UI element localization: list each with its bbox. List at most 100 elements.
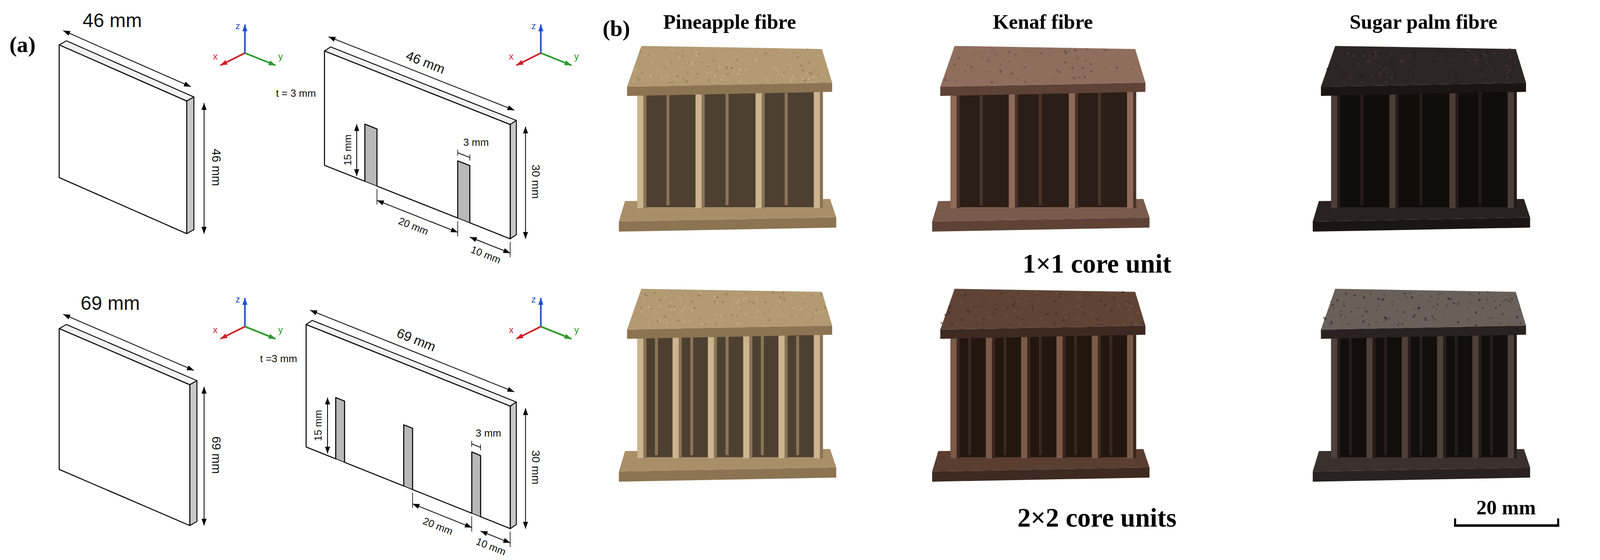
fibre-speck bbox=[956, 301, 958, 304]
fibre-speck bbox=[1114, 71, 1116, 73]
axis-y bbox=[244, 326, 276, 339]
fibre-speck bbox=[1464, 56, 1467, 59]
fibre-speck bbox=[1031, 305, 1034, 308]
fibre-speck bbox=[684, 73, 686, 75]
fibre-speck bbox=[1125, 302, 1128, 306]
axis-label: y bbox=[574, 325, 579, 336]
fibre-speck bbox=[1104, 303, 1107, 306]
fibre-speck bbox=[1442, 311, 1445, 314]
dimension-label: 46 mm bbox=[404, 48, 448, 76]
fibre-speck bbox=[1378, 73, 1381, 77]
fibre-speck bbox=[1037, 81, 1040, 83]
fibre-speck bbox=[744, 312, 747, 315]
fibre-speck bbox=[1084, 292, 1087, 295]
fibre-speck bbox=[1073, 306, 1076, 309]
fibre-speck bbox=[712, 81, 715, 84]
fibre-speck bbox=[1073, 49, 1077, 52]
dimension-line bbox=[327, 397, 328, 454]
fibre-speck bbox=[1494, 306, 1497, 309]
fibre-speck bbox=[1382, 294, 1386, 297]
fibre-speck bbox=[1464, 75, 1466, 77]
fibre-speck bbox=[1104, 49, 1107, 52]
fibre-speck bbox=[729, 309, 732, 312]
fibre-speck bbox=[1044, 55, 1047, 59]
core-rib-shade bbox=[678, 334, 682, 459]
fibre-speck bbox=[1095, 317, 1099, 321]
fibre-speck bbox=[1440, 79, 1443, 82]
slot bbox=[457, 161, 470, 224]
fibre-speck bbox=[1079, 296, 1082, 299]
fibre-speck bbox=[1112, 65, 1115, 69]
fibre-speck bbox=[1466, 73, 1469, 75]
fibre-speck bbox=[800, 324, 802, 326]
fibre-speck bbox=[694, 62, 696, 64]
fibre-speck bbox=[1511, 293, 1513, 295]
fibre-speck bbox=[1075, 80, 1079, 83]
axis-label: x bbox=[508, 325, 514, 336]
fibre-speck bbox=[1365, 310, 1368, 313]
fibre-speck bbox=[1468, 300, 1472, 303]
fibre-speck bbox=[1429, 294, 1433, 298]
fibre-speck bbox=[1437, 291, 1439, 294]
fibre-speck bbox=[1339, 313, 1342, 317]
fibre-speck bbox=[769, 80, 771, 82]
fibre-speck bbox=[1089, 70, 1093, 73]
fibre-speck bbox=[1120, 51, 1123, 55]
fibre-speck bbox=[713, 51, 716, 53]
axis-z bbox=[244, 24, 246, 54]
bottom-skin-edge bbox=[932, 217, 1150, 232]
fibre-speck bbox=[1021, 310, 1023, 312]
fibre-speck bbox=[970, 316, 973, 319]
back-rib bbox=[784, 92, 788, 206]
fibre-speck bbox=[1072, 321, 1074, 323]
fibre-speck bbox=[1424, 319, 1427, 322]
fibre-speck bbox=[1362, 320, 1365, 323]
fibre-speck bbox=[1474, 324, 1478, 327]
fibre-speck bbox=[1083, 305, 1086, 307]
fibre-speck bbox=[1378, 72, 1381, 74]
fibre-speck bbox=[729, 52, 730, 54]
fibre-speck bbox=[1056, 69, 1058, 71]
fibre-speck bbox=[1431, 315, 1434, 318]
fibre-speck bbox=[812, 69, 814, 71]
fibre-speck bbox=[736, 322, 740, 325]
fibre-speck bbox=[756, 308, 758, 311]
fibre-speck bbox=[1049, 54, 1051, 56]
fibre-speck bbox=[1073, 69, 1075, 71]
fibre-speck bbox=[639, 294, 642, 296]
extension-line bbox=[471, 516, 473, 532]
fibre-speck bbox=[1417, 306, 1420, 310]
fibre-speck bbox=[704, 323, 707, 326]
fibre-speck bbox=[1136, 311, 1139, 314]
fibre-speck bbox=[1134, 322, 1138, 325]
fibre-speck bbox=[967, 308, 970, 312]
fibre-speck bbox=[1504, 298, 1507, 302]
fibre-speck bbox=[724, 292, 728, 296]
fibre-speck bbox=[1089, 78, 1092, 81]
fibre-speck bbox=[1501, 313, 1503, 315]
fibre-speck bbox=[1502, 300, 1505, 303]
fibre-speck bbox=[1077, 321, 1079, 323]
fibre-speck bbox=[722, 303, 724, 305]
fibre-speck bbox=[796, 305, 799, 308]
fibre-speck bbox=[1498, 304, 1502, 307]
bottom-skin-edge bbox=[1312, 467, 1530, 482]
sugar-palm-1x1-photo bbox=[1312, 46, 1530, 232]
core-rib-shade bbox=[956, 334, 960, 459]
fibre-speck bbox=[955, 80, 957, 82]
fibre-speck bbox=[1510, 317, 1512, 320]
fibre-speck bbox=[1392, 304, 1394, 306]
fibre-speck bbox=[963, 293, 967, 297]
fibre-speck bbox=[1064, 60, 1067, 64]
fibre-speck bbox=[1502, 71, 1505, 74]
fibre-speck bbox=[977, 305, 980, 308]
extension-line bbox=[469, 154, 470, 161]
fibre-speck bbox=[690, 300, 694, 304]
fibre-speck bbox=[1330, 300, 1333, 303]
fibre-speck bbox=[1485, 61, 1489, 64]
fibre-speck bbox=[801, 294, 805, 298]
fibre-speck bbox=[1008, 60, 1011, 63]
fibre-speck bbox=[700, 68, 703, 70]
fibre-speck bbox=[1504, 64, 1508, 67]
fibre-speck bbox=[1093, 304, 1095, 306]
